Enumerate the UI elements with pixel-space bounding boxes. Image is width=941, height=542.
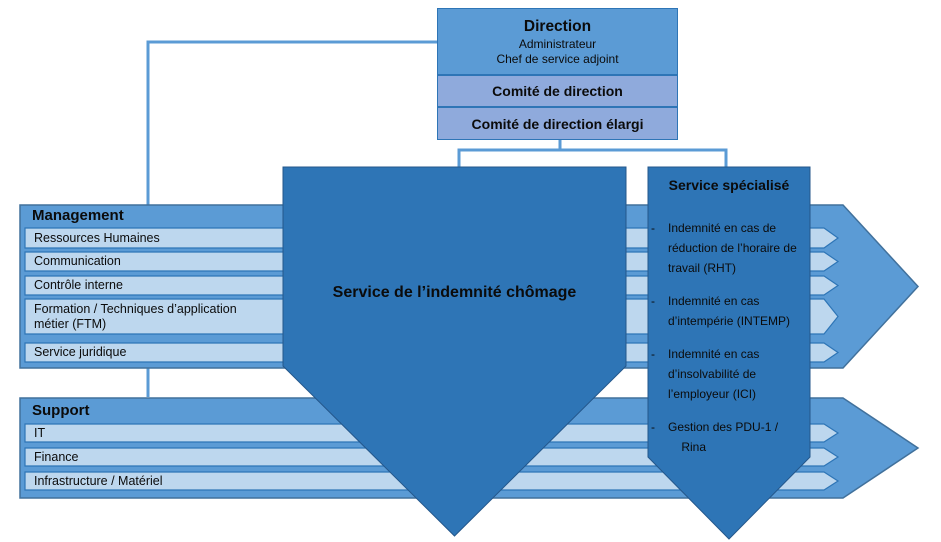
specialized-service-down-arrow [647, 166, 811, 540]
central-service-down-arrow [282, 166, 627, 537]
support-bar-label: Finance [34, 449, 79, 464]
list-item-text: Indemnité en cas d’intempérie (INTEMP) [668, 294, 791, 328]
management-bar-label: Contrôle interne [34, 278, 123, 292]
list-item-text: Indemnité en cas d’insolvabilité de l’em… [668, 347, 763, 401]
support-bar-label: IT [34, 425, 46, 440]
connector-direction-bottom [457, 148, 728, 168]
management-title: Management [32, 207, 124, 224]
support-bar-label: Infrastructure / Matériel [34, 473, 163, 488]
list-item: - Indemnité en cas d’insolvabilité de l’… [651, 344, 804, 404]
support-title: Support [32, 402, 90, 419]
management-bar-label: Service juridique [34, 345, 127, 359]
bullet-dash: - [651, 420, 655, 434]
specialized-service-list: - Indemnité en cas de réduction de l’hor… [651, 218, 804, 470]
direction-header: Direction Administrateur Chef de service… [437, 8, 678, 75]
management-bar-label: Formation / Techniques d’application mét… [34, 301, 237, 331]
list-item-text: Indemnité en cas de réduction de l’horai… [668, 221, 801, 275]
bullet-dash: - [651, 347, 655, 361]
list-item: - Indemnité en cas d’intempérie (INTEMP) [651, 291, 804, 331]
direction-title: Direction [523, 18, 592, 35]
management-bar-label: Ressources Humaines [34, 230, 160, 245]
list-item-text: Gestion des PDU-1 / Rina [668, 420, 779, 454]
central-service-label: Service de l’indemnité chômage [332, 284, 577, 301]
direction-subtitle-2: Chef de service adjoint [496, 52, 619, 66]
direction-subtitle-1: Administrateur [518, 37, 597, 51]
specialized-service-title: Service spécialisé [668, 177, 790, 193]
bullet-dash: - [651, 294, 655, 308]
direction-box: Direction Administrateur Chef de service… [437, 8, 678, 140]
committee-direction-elargi: Comité de direction élargi [437, 107, 678, 140]
list-item: - Indemnité en cas de réduction de l’hor… [651, 218, 804, 278]
bullet-dash: - [651, 221, 655, 235]
management-bar-label: Communication [34, 254, 121, 268]
list-item: - Gestion des PDU-1 / Rina [651, 417, 804, 457]
committee-direction: Comité de direction [437, 75, 678, 107]
